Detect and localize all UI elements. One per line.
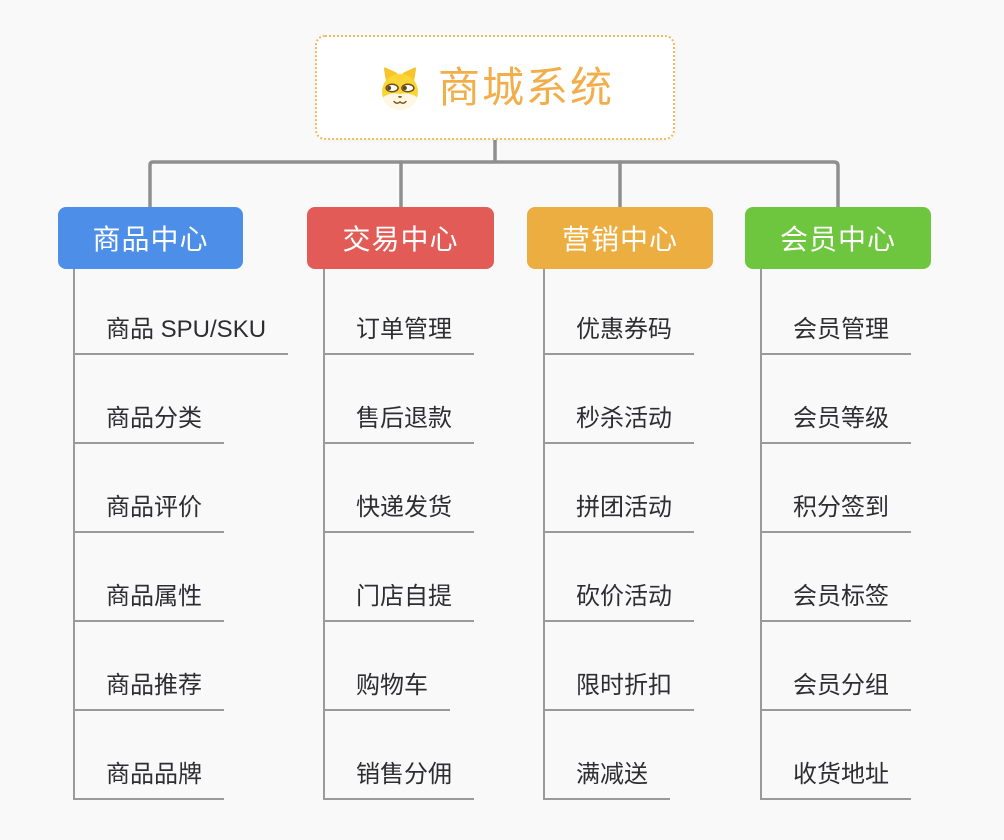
child-topic-label: 限时折扣	[543, 672, 694, 711]
child-topic[interactable]: 会员管理	[760, 269, 911, 355]
child-topic[interactable]: 商品品牌	[73, 711, 288, 800]
child-topic[interactable]: 收货地址	[760, 711, 911, 800]
child-topic-label: 快递发货	[323, 494, 474, 533]
root-label: 商城系统	[437, 63, 614, 111]
branch-node-member-center[interactable]: 会员中心	[745, 207, 931, 269]
child-topic[interactable]: 快递发货	[323, 444, 474, 533]
child-column-product-center: 商品 SPU/SKU 商品分类商品评价商品属性商品推荐商品品牌	[73, 269, 289, 800]
child-topic[interactable]: 积分签到	[760, 444, 911, 533]
child-topic-label: 积分签到	[760, 494, 911, 533]
child-topic-label: 商品分类	[73, 405, 224, 444]
child-topic-label: 售后退款	[323, 405, 474, 444]
child-column-trade-center: 订单管理售后退款快递发货门店自提购物车销售分佣	[323, 269, 474, 800]
child-topic[interactable]: 购物车	[323, 622, 474, 711]
child-topic-label: 优惠券码	[543, 316, 694, 355]
child-topic[interactable]: 订单管理	[323, 269, 474, 355]
branch-node-marketing-center[interactable]: 营销中心	[527, 207, 713, 269]
child-topic-label: 商品品牌	[73, 761, 224, 800]
child-topic-label: 秒杀活动	[543, 405, 694, 444]
child-topic-label: 会员分组	[760, 672, 911, 711]
child-topic-label: 会员管理	[760, 316, 911, 355]
child-topic-label: 销售分佣	[323, 761, 474, 800]
child-topic-label: 商品推荐	[73, 672, 224, 711]
child-topic[interactable]: 会员标签	[760, 533, 911, 622]
child-topic[interactable]: 会员等级	[760, 355, 911, 444]
child-topic[interactable]: 满减送	[543, 711, 694, 800]
child-topic[interactable]: 拼团活动	[543, 444, 694, 533]
branch-node-trade-center[interactable]: 交易中心	[307, 207, 494, 269]
child-topic-label: 商品 SPU/SKU	[73, 316, 289, 355]
child-topic[interactable]: 秒杀活动	[543, 355, 694, 444]
root-node[interactable]: 商城系统	[315, 35, 675, 140]
child-topic[interactable]: 商品分类	[73, 355, 288, 444]
child-topic[interactable]: 门店自提	[323, 533, 474, 622]
child-topic-label: 购物车	[323, 672, 450, 711]
branch-node-product-center[interactable]: 商品中心	[58, 207, 243, 269]
child-topic-label: 会员标签	[760, 583, 911, 622]
child-topic[interactable]: 砍价活动	[543, 533, 694, 622]
child-topic[interactable]: 优惠券码	[543, 269, 694, 355]
child-column-member-center: 会员管理会员等级积分签到会员标签会员分组收货地址	[760, 269, 911, 800]
child-topic-label: 商品评价	[73, 494, 224, 533]
child-topic-label: 门店自提	[323, 583, 474, 622]
child-topic[interactable]: 商品属性	[73, 533, 288, 622]
child-topic[interactable]: 商品推荐	[73, 622, 288, 711]
child-topic[interactable]: 限时折扣	[543, 622, 694, 711]
child-topic[interactable]: 商品 SPU/SKU	[73, 269, 289, 355]
child-topic-label: 订单管理	[323, 316, 474, 355]
child-topic[interactable]: 商品评价	[73, 444, 288, 533]
child-topic[interactable]: 会员分组	[760, 622, 911, 711]
child-topic-label: 拼团活动	[543, 494, 694, 533]
child-topic-label: 砍价活动	[543, 583, 694, 622]
child-topic-label: 满减送	[543, 761, 670, 800]
child-column-marketing-center: 优惠券码秒杀活动拼团活动砍价活动限时折扣满减送	[543, 269, 694, 800]
child-topic-label: 会员等级	[760, 405, 911, 444]
child-topic[interactable]: 销售分佣	[323, 711, 474, 800]
child-topic-label: 商品属性	[73, 583, 224, 622]
dog-face-icon	[381, 66, 418, 110]
child-topic[interactable]: 售后退款	[323, 355, 474, 444]
child-topic-label: 收货地址	[760, 761, 911, 800]
